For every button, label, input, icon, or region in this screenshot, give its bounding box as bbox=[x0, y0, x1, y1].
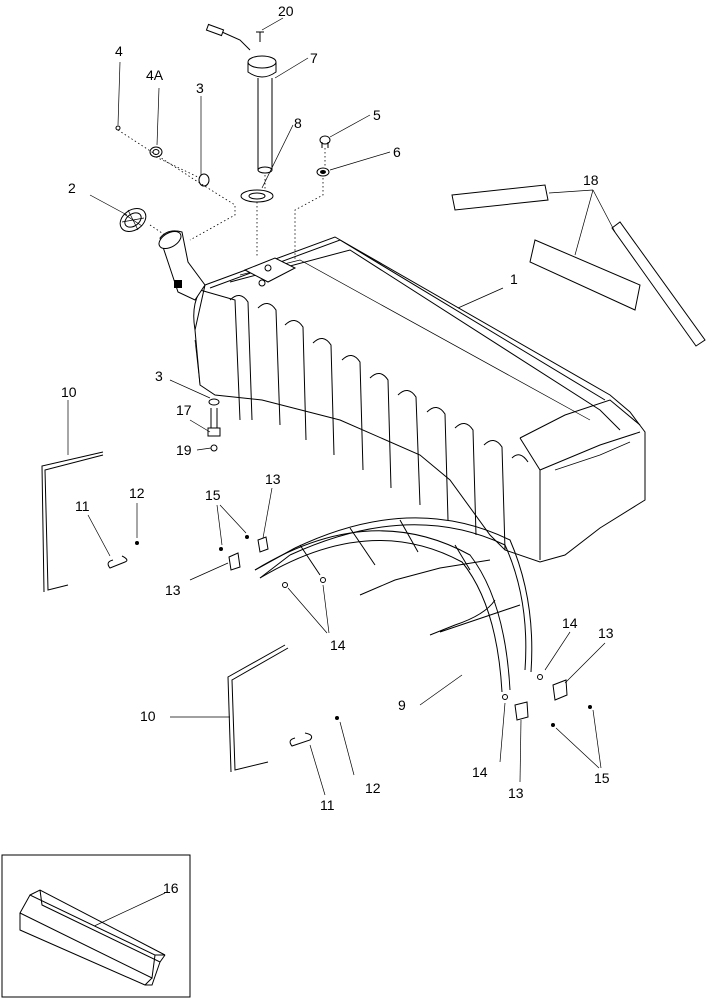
fastener bbox=[537, 674, 543, 680]
callout-1: 1 bbox=[510, 271, 518, 287]
clip-upper bbox=[107, 555, 128, 569]
callout-2: 2 bbox=[68, 180, 76, 196]
grommet-nut bbox=[316, 167, 330, 177]
callout-10: 10 bbox=[140, 708, 156, 724]
fuel-tank bbox=[158, 230, 646, 563]
callout-20: 20 bbox=[278, 3, 294, 19]
screw bbox=[256, 31, 264, 42]
callout-13: 13 bbox=[508, 785, 524, 801]
callout-13: 13 bbox=[598, 625, 614, 641]
callout-4: 4 bbox=[115, 43, 123, 59]
leader-lines bbox=[67, 17, 616, 929]
o-ring-upper bbox=[198, 173, 210, 187]
fuel-cap bbox=[119, 208, 147, 232]
gasket bbox=[240, 189, 274, 203]
tank-cage-frame bbox=[254, 517, 533, 693]
callout-15: 15 bbox=[594, 770, 610, 786]
channel-strip bbox=[19, 889, 166, 986]
callout-8: 8 bbox=[294, 115, 302, 131]
clip-lower bbox=[289, 732, 313, 747]
nut-lower bbox=[335, 716, 339, 720]
sender-tube bbox=[205, 23, 277, 174]
decal-strips bbox=[451, 184, 706, 347]
fastener bbox=[282, 582, 288, 588]
small-plug bbox=[115, 125, 121, 131]
clip-bracket bbox=[514, 701, 529, 721]
fastener bbox=[219, 547, 223, 551]
clip-bracket bbox=[257, 536, 269, 553]
assembly-lines bbox=[117, 129, 326, 260]
callout-4a: 4A bbox=[146, 67, 164, 83]
tank-ribs bbox=[229, 295, 529, 551]
callout-10: 10 bbox=[61, 384, 77, 400]
grommet bbox=[149, 146, 163, 158]
callout-9: 9 bbox=[398, 697, 406, 713]
callout-labels: 1 2 3 3 4 4A 5 6 7 8 9 10 10 11 11 12 12… bbox=[61, 3, 614, 896]
callout-5: 5 bbox=[373, 107, 381, 123]
callout-16: 16 bbox=[163, 880, 179, 896]
callout-15: 15 bbox=[205, 487, 221, 503]
callout-3: 3 bbox=[155, 368, 163, 384]
clip-bracket bbox=[552, 679, 568, 701]
callout-19: 19 bbox=[176, 442, 192, 458]
strap-upper bbox=[41, 451, 104, 593]
strap-lower bbox=[227, 644, 289, 773]
sender-mount bbox=[243, 257, 297, 287]
callout-12: 12 bbox=[365, 780, 381, 796]
filler-neck bbox=[158, 230, 206, 301]
drain-plug bbox=[207, 408, 221, 437]
callout-13: 13 bbox=[265, 471, 281, 487]
callout-18: 18 bbox=[583, 172, 599, 188]
callout-11: 11 bbox=[75, 498, 90, 514]
callout-11: 11 bbox=[320, 797, 335, 813]
callout-6: 6 bbox=[393, 144, 401, 160]
callout-13: 13 bbox=[165, 582, 181, 598]
callout-12: 12 bbox=[129, 485, 145, 501]
nut-upper bbox=[135, 541, 139, 545]
callout-14: 14 bbox=[472, 764, 488, 780]
clip-bracket bbox=[228, 552, 241, 571]
fastener bbox=[551, 723, 555, 727]
fastener bbox=[588, 705, 592, 709]
fastener bbox=[320, 577, 326, 583]
fastener bbox=[502, 694, 508, 700]
vent-fitting bbox=[319, 135, 331, 148]
fastener bbox=[245, 535, 249, 539]
callout-3: 3 bbox=[196, 80, 204, 96]
drain-nut bbox=[210, 444, 218, 452]
inset-box bbox=[1, 854, 191, 998]
callout-17: 17 bbox=[176, 402, 192, 418]
callout-14: 14 bbox=[562, 615, 578, 631]
callout-7: 7 bbox=[310, 50, 318, 66]
callout-14: 14 bbox=[330, 637, 346, 653]
o-ring-lower bbox=[208, 398, 220, 406]
